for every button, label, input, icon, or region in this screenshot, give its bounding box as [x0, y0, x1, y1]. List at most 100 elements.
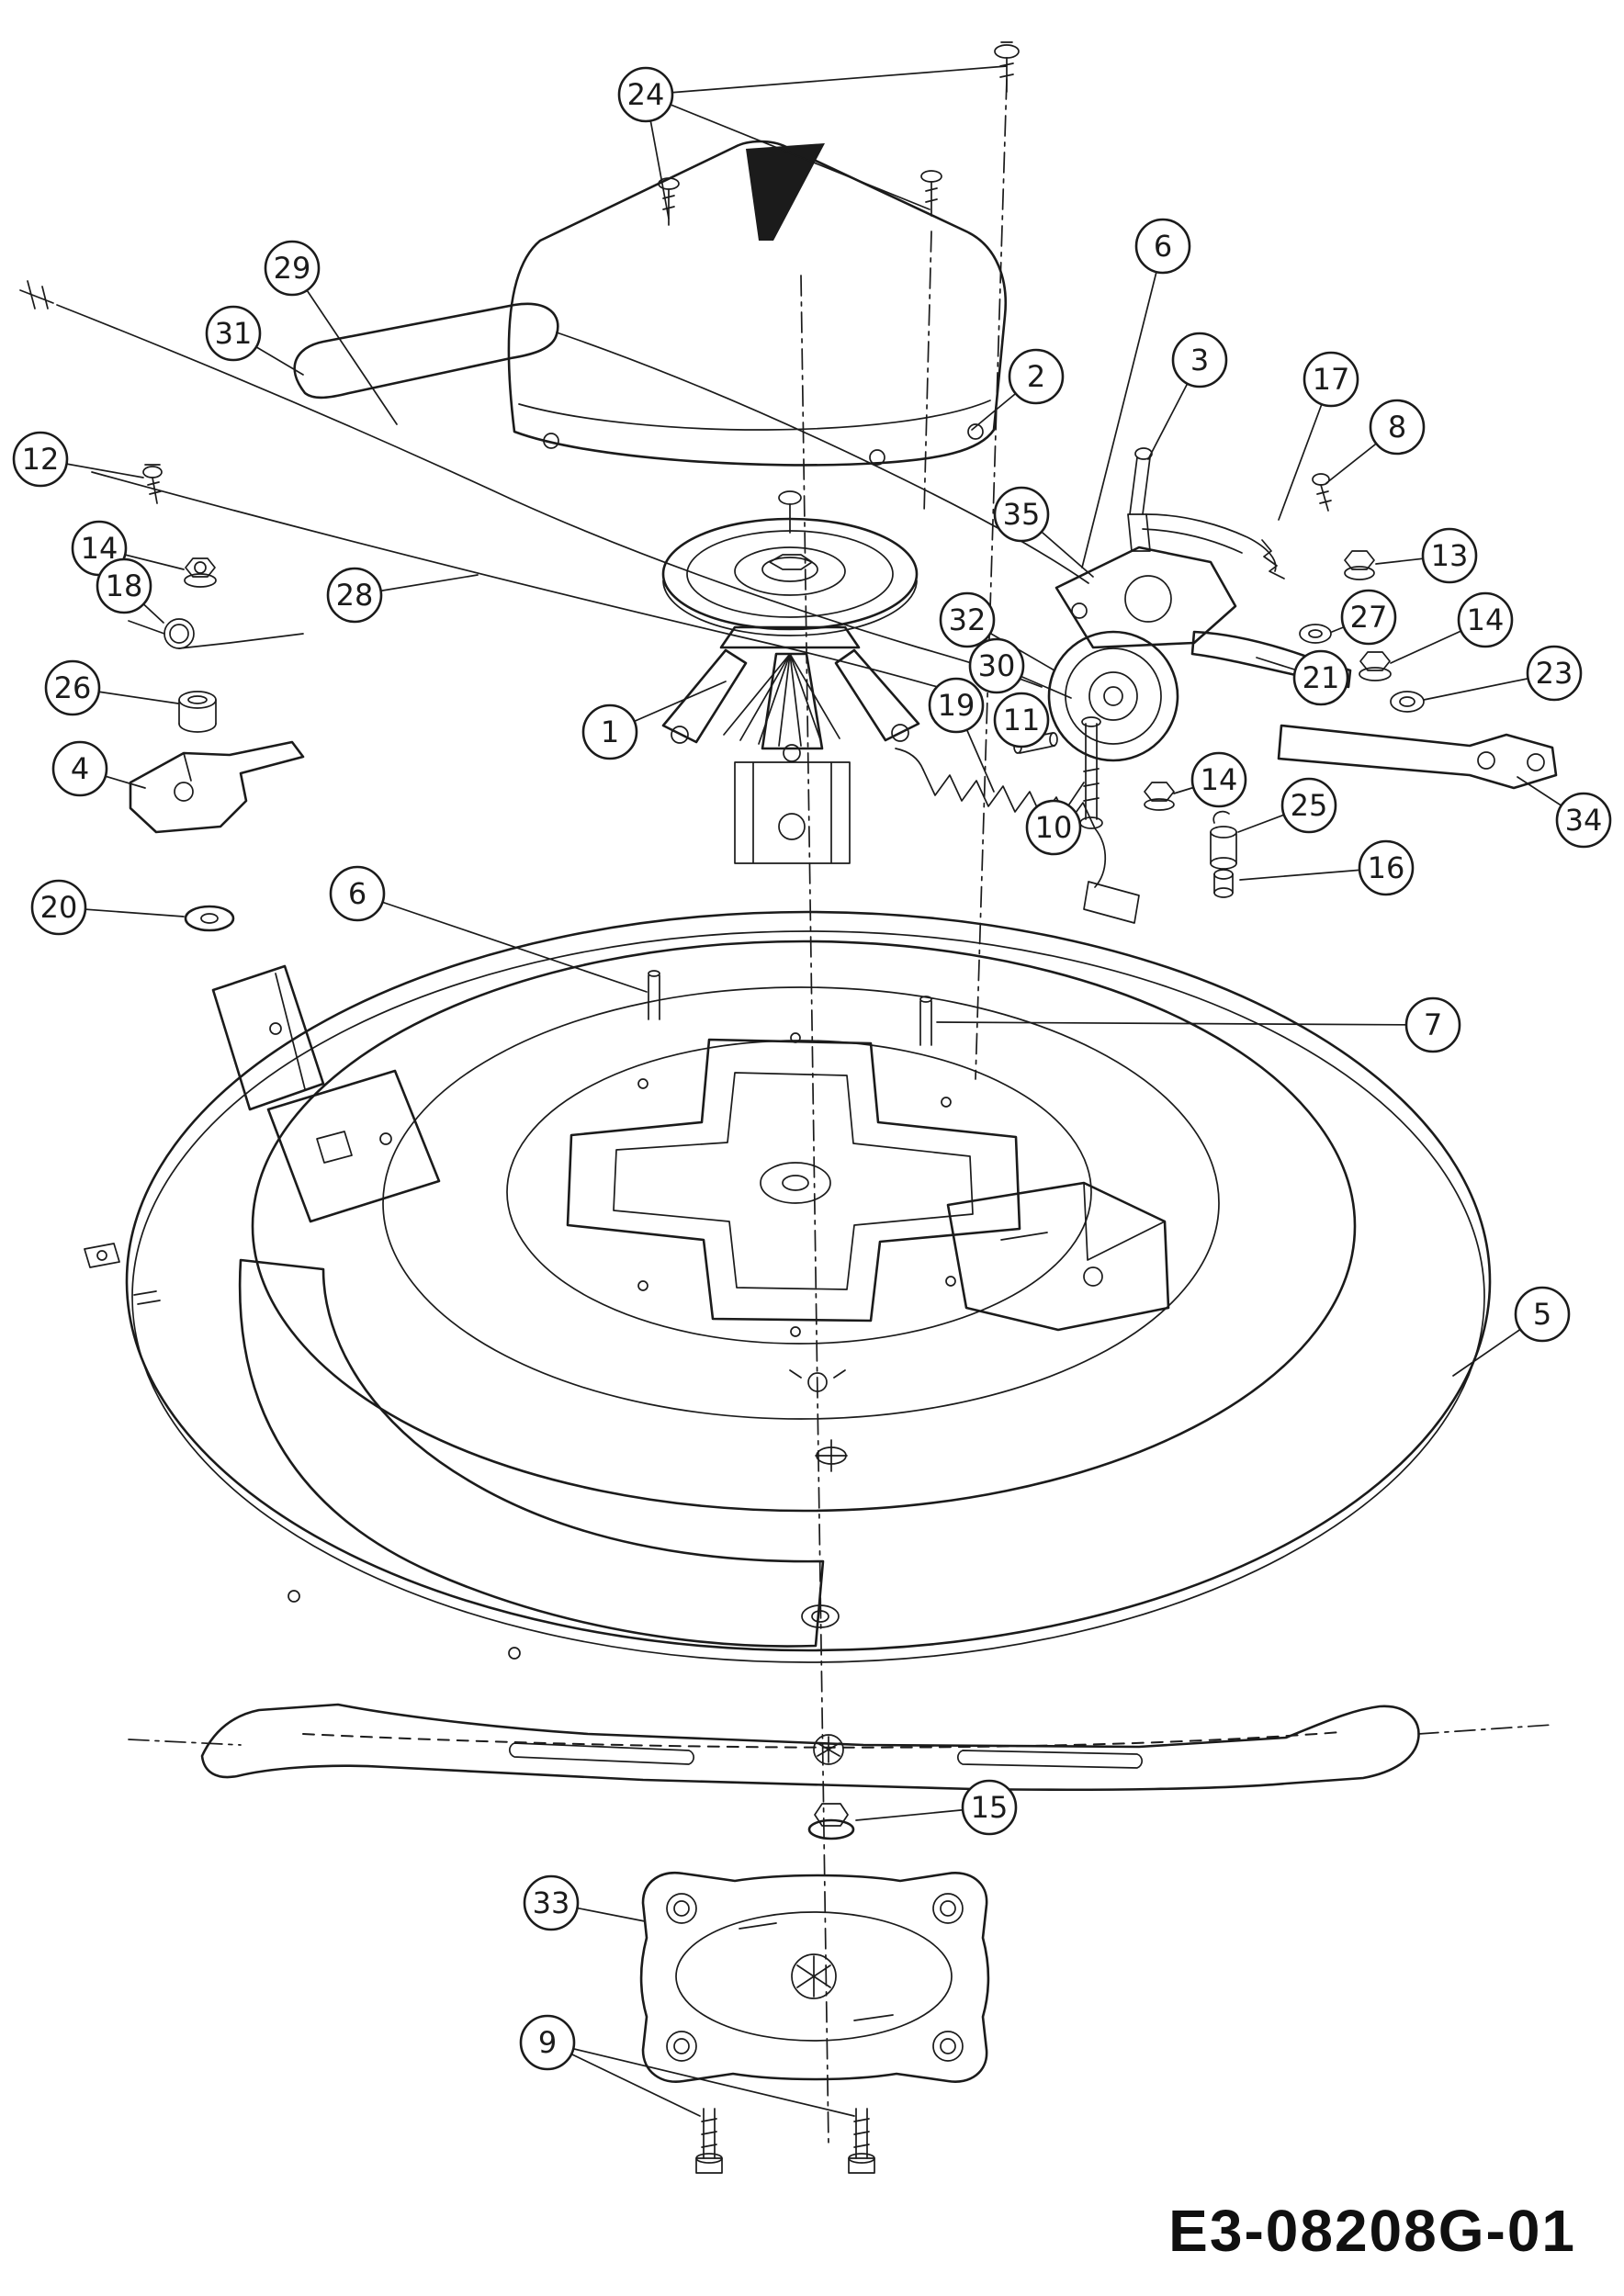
cable-adjuster	[1210, 810, 1237, 898]
idler-arm	[1190, 630, 1352, 689]
screw-12	[142, 464, 163, 504]
callout-14: 14	[1173, 751, 1247, 808]
callout-balloon	[581, 703, 638, 760]
callout-number: 21	[1303, 660, 1340, 695]
cover-screw-right	[920, 170, 942, 217]
callout-number: 23	[1536, 656, 1573, 691]
control-cables	[19, 280, 1089, 694]
support-bracket	[1277, 724, 1558, 790]
callout-16: 16	[1239, 839, 1415, 896]
callout-number: 6	[348, 876, 367, 911]
callout-6: 6	[329, 865, 648, 993]
callout-balloon	[44, 659, 101, 716]
callout-balloon	[928, 677, 985, 734]
callout-29: 29	[264, 240, 398, 425]
callout-number: 10	[1035, 810, 1073, 845]
mount-bolt-left	[695, 2108, 723, 2174]
callout-6: 6	[1081, 218, 1191, 568]
callout-1: 1	[581, 681, 727, 760]
callout-number: 14	[1467, 602, 1505, 637]
grommet	[178, 691, 217, 733]
deck-cross-emboss	[566, 1038, 1021, 1322]
callout-balloon	[12, 431, 69, 488]
callout-balloon	[1369, 399, 1426, 456]
callout-balloon	[1303, 351, 1359, 408]
spindle-housing-ribs	[723, 653, 840, 747]
callout-28: 28	[326, 567, 479, 624]
deck-pin-right	[919, 996, 932, 1046]
callout-number: 16	[1368, 850, 1405, 885]
callout-balloon	[1008, 348, 1065, 405]
callout-14: 14	[71, 520, 185, 577]
callout-18: 18	[96, 557, 164, 624]
callout-number: 15	[971, 1790, 1009, 1825]
callout-number: 2	[1027, 359, 1045, 394]
callout-balloon	[96, 557, 152, 614]
callout-balloon	[1457, 591, 1514, 648]
callout-number: 3	[1190, 343, 1209, 377]
callout-balloon	[1358, 839, 1415, 896]
callout-number: 13	[1431, 538, 1469, 573]
callout-balloon	[326, 567, 383, 624]
cable-loop-handle	[293, 302, 559, 400]
callout-balloon	[1404, 996, 1461, 1053]
bracket-4	[129, 740, 305, 834]
callout-number: 26	[54, 670, 92, 705]
callout-number: 33	[533, 1885, 570, 1920]
callout-number: 6	[1154, 229, 1172, 264]
callout-balloon	[993, 692, 1050, 748]
callout-5: 5	[1452, 1286, 1571, 1377]
callout-number: 12	[22, 442, 60, 477]
callout-balloon	[519, 2014, 576, 2071]
callout-30: 30	[968, 637, 1072, 699]
callout-14: 14	[1390, 591, 1514, 664]
callout-number: 4	[71, 751, 89, 786]
callout-26: 26	[44, 659, 179, 716]
callout-27: 27	[1331, 589, 1397, 646]
callout-number: 14	[1201, 762, 1238, 797]
callout-number: 29	[274, 251, 311, 286]
mount-bolt-right	[848, 2108, 875, 2174]
callout-number: 32	[949, 602, 987, 637]
callout-balloon	[1190, 751, 1247, 808]
callout-23: 23	[1423, 645, 1583, 702]
callout-10: 10	[1025, 782, 1085, 856]
flange-nut-right	[1359, 651, 1392, 681]
callout-19: 19	[928, 677, 995, 793]
callout-number: 1	[601, 715, 619, 749]
spindle-assembly	[661, 490, 920, 864]
washer-20	[184, 905, 235, 932]
callout-balloon	[30, 879, 87, 936]
callout-32: 32	[939, 591, 1055, 671]
callout-number: 18	[106, 568, 143, 603]
callout-number: 11	[1003, 703, 1041, 737]
torsion-spring	[128, 618, 304, 649]
blade-adapter-plate	[639, 1871, 990, 2083]
callout-13: 13	[1375, 527, 1478, 584]
callout-balloon	[1340, 589, 1397, 646]
flange-nut-mid	[1144, 782, 1175, 811]
hex-nut-13	[1344, 550, 1375, 580]
callout-number: 5	[1533, 1297, 1551, 1332]
callout-balloon	[993, 486, 1050, 543]
callout-balloon	[968, 637, 1025, 694]
diagram-code: E3-08208G-01	[1168, 2198, 1576, 2264]
blade-nut	[807, 1803, 855, 1840]
callout-2: 2	[971, 348, 1065, 431]
callout-balloon	[939, 591, 996, 648]
callout-7: 7	[936, 996, 1461, 1053]
callout-3: 3	[1147, 332, 1228, 460]
callout-balloon	[1292, 649, 1349, 706]
callout-number: 28	[336, 578, 374, 613]
blade	[200, 1703, 1420, 1792]
top-screw	[994, 41, 1020, 93]
callout-balloon	[1025, 799, 1082, 856]
callout-number: 14	[81, 531, 118, 566]
callout-number: 31	[215, 316, 253, 351]
callout-balloon	[1421, 527, 1478, 584]
callout-balloon	[51, 740, 108, 797]
callout-number: 7	[1424, 1007, 1442, 1042]
callout-20: 20	[30, 879, 185, 936]
